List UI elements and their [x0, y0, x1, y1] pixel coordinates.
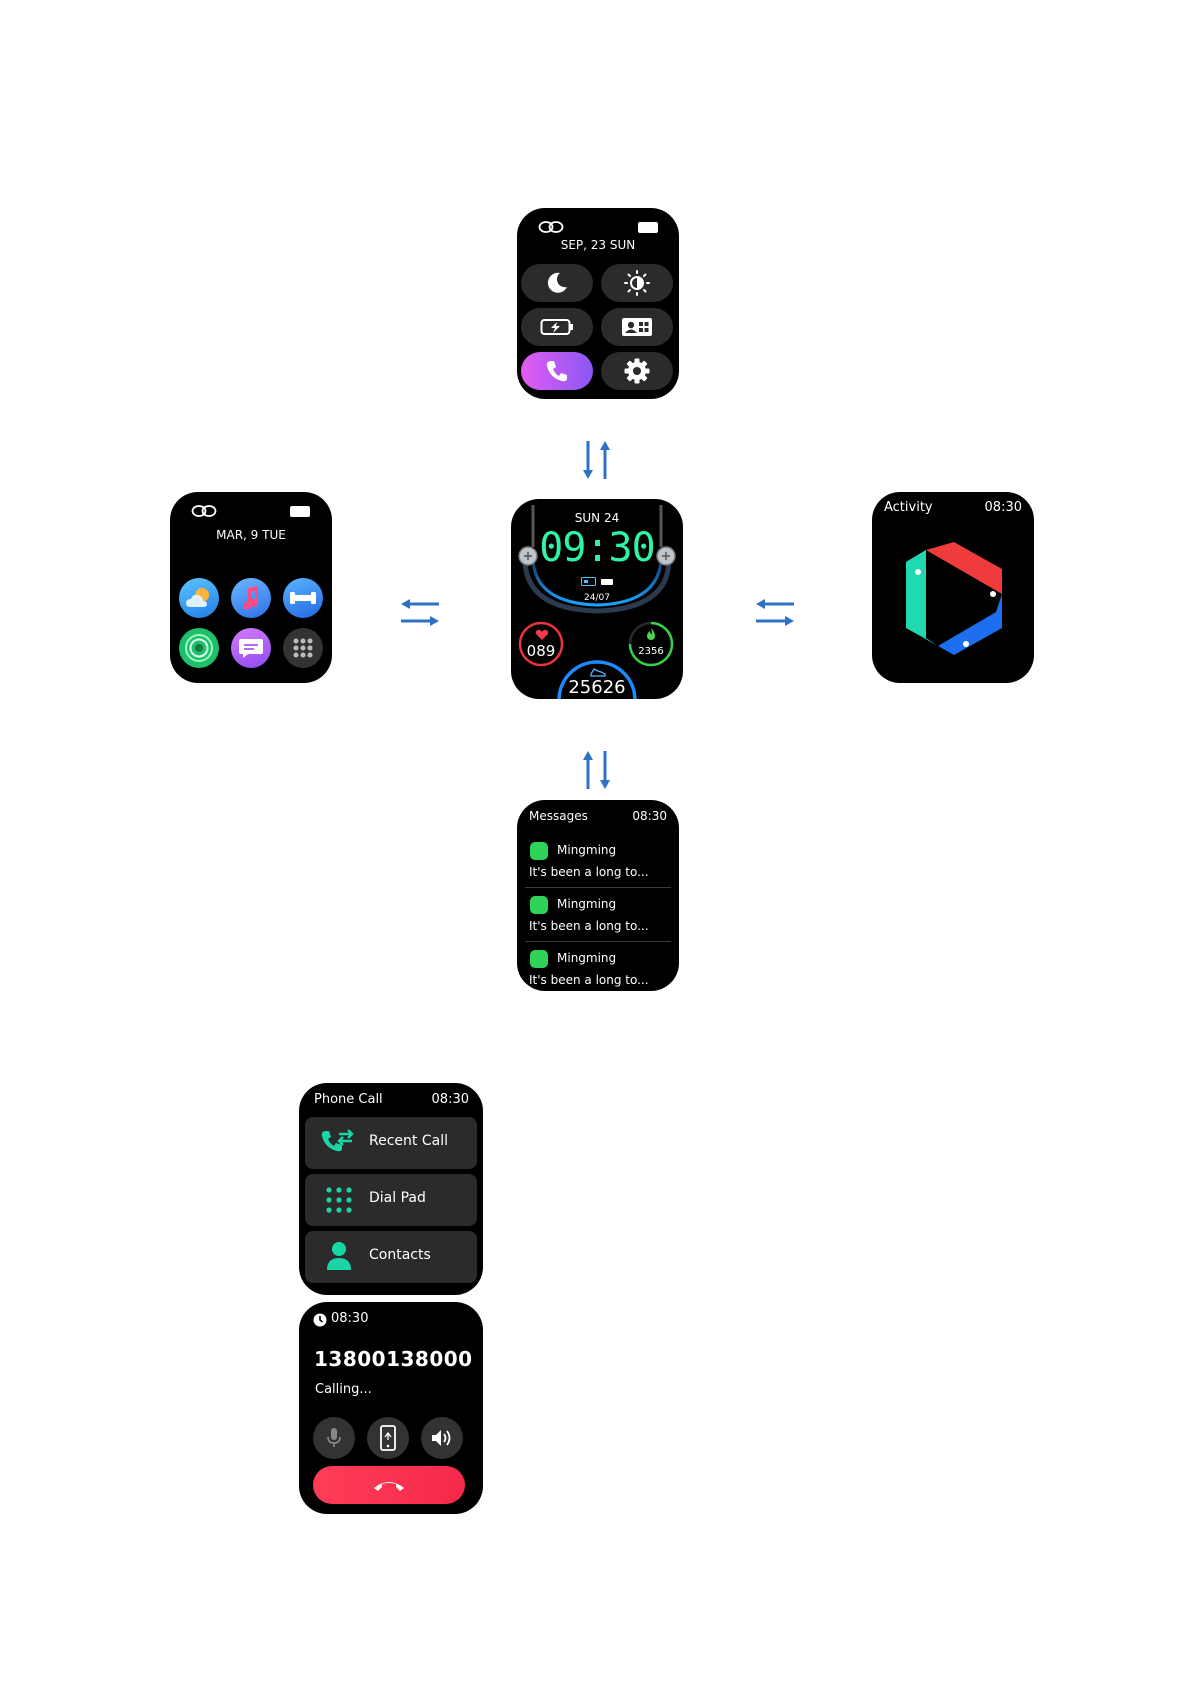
weather-icon — [184, 585, 214, 611]
message-preview: It's been a long to... — [529, 865, 649, 879]
phone-menu-time: 08:30 — [432, 1092, 469, 1107]
swipe-left-arrow — [400, 598, 440, 610]
swipe-right-arrow — [400, 615, 440, 627]
dial-pad-icon — [325, 1186, 353, 1214]
control-date: SEP, 23 SUN — [517, 238, 679, 252]
app-grid-icon — [292, 637, 314, 659]
phone-menu-title: Phone Call — [314, 1092, 383, 1107]
message-sender: Mingming — [557, 951, 616, 965]
phone-menu-screen: Phone Call 08:30 Recent Call Dial Pad Co… — [299, 1083, 483, 1295]
id-card-button[interactable] — [601, 308, 673, 346]
flame-icon — [645, 627, 657, 641]
contacts-label: Contacts — [369, 1247, 431, 1263]
do-not-disturb-button[interactable] — [521, 264, 593, 302]
link-icon — [191, 504, 217, 518]
message-sender: Mingming — [557, 897, 616, 911]
contacts-item[interactable]: Contacts — [305, 1231, 477, 1283]
all-apps-button[interactable] — [283, 628, 323, 668]
heart-icon — [535, 629, 549, 641]
moon-icon — [544, 270, 570, 296]
charging-icon — [581, 577, 597, 586]
swipe-up-arrow — [581, 750, 595, 790]
messages-icon — [238, 636, 264, 660]
message-sender: Mingming — [557, 843, 616, 857]
activity-app[interactable] — [179, 628, 219, 668]
brightness-button[interactable] — [601, 264, 673, 302]
message-app-icon — [530, 842, 548, 860]
watch-face-day: SUN 24 — [511, 511, 683, 525]
brightness-icon — [623, 269, 651, 297]
battery-saver-icon — [540, 317, 574, 337]
watch-face-date: 24/07 — [511, 593, 683, 603]
control-center-screen: SEP, 23 SUN — [517, 208, 679, 399]
workout-icon — [288, 588, 318, 608]
message-item[interactable]: Mingming It's been a long to... — [517, 892, 679, 942]
activity-screen: Activity 08:30 — [872, 492, 1034, 683]
activity-logo-icon — [896, 538, 1012, 660]
end-call-button[interactable] — [313, 1466, 465, 1504]
speaker-button[interactable] — [421, 1417, 463, 1459]
mute-button[interactable] — [313, 1417, 355, 1459]
message-app-icon — [530, 950, 548, 968]
calling-time: 08:30 — [331, 1311, 368, 1326]
calling-screen: 08:30 13800138000 Calling... — [299, 1302, 483, 1514]
swipe-down-arrow — [598, 750, 612, 790]
weather-app[interactable] — [179, 578, 219, 618]
shoe-icon — [590, 667, 606, 677]
link-icon — [538, 220, 564, 234]
dial-pad-item[interactable]: Dial Pad — [305, 1174, 477, 1226]
battery-icon — [290, 506, 310, 517]
message-preview: It's been a long to... — [529, 973, 649, 987]
swipe-down-arrow — [581, 440, 595, 480]
dial-pad-label: Dial Pad — [369, 1190, 426, 1206]
swipe-up-arrow — [598, 440, 612, 480]
recent-call-item[interactable]: Recent Call — [305, 1117, 477, 1169]
music-icon — [238, 584, 264, 612]
settings-button[interactable] — [601, 352, 673, 390]
recent-call-label: Recent Call — [369, 1133, 448, 1149]
message-item[interactable]: Mingming It's been a long to... — [517, 946, 679, 991]
phone-icon — [544, 358, 570, 384]
clock-icon — [313, 1313, 327, 1327]
divider — [525, 941, 671, 942]
music-app[interactable] — [231, 578, 271, 618]
phone-device-icon — [379, 1425, 397, 1451]
calories-value: 2356 — [630, 646, 672, 657]
battery-icon — [601, 579, 613, 585]
speaker-icon — [430, 1428, 454, 1448]
calling-number: 13800138000 — [314, 1347, 473, 1371]
activity-time: 08:30 — [985, 500, 1022, 515]
messages-app[interactable] — [231, 628, 271, 668]
phone-button[interactable] — [521, 352, 593, 390]
calling-status: Calling... — [315, 1382, 372, 1397]
hang-up-icon — [372, 1478, 406, 1492]
messages-screen: Messages 08:30 Mingming It's been a long… — [517, 800, 679, 991]
transfer-to-phone-button[interactable] — [367, 1417, 409, 1459]
id-card-icon — [621, 317, 653, 337]
divider — [525, 887, 671, 888]
heart-rate-value: 089 — [520, 642, 562, 660]
recent-call-icon — [321, 1129, 355, 1157]
watch-face-screen: SUN 24 09:30 24/07 089 2356 25626 — [511, 499, 683, 699]
workout-app[interactable] — [283, 578, 323, 618]
steps-value: 25626 — [511, 677, 683, 698]
messages-time: 08:30 — [632, 809, 667, 823]
swipe-right-arrow — [755, 615, 795, 627]
contacts-icon — [325, 1241, 353, 1271]
apps-screen: MAR, 9 TUE — [170, 492, 332, 683]
message-item[interactable]: Mingming It's been a long to... — [517, 838, 679, 888]
apps-date: MAR, 9 TUE — [170, 528, 332, 542]
battery-icon — [638, 222, 658, 233]
microphone-icon — [325, 1427, 343, 1449]
activity-ring-icon — [182, 631, 216, 665]
watch-face-time: 09:30 — [511, 525, 683, 571]
battery-saver-button[interactable] — [521, 308, 593, 346]
activity-title: Activity — [884, 500, 933, 515]
messages-title: Messages — [529, 809, 588, 823]
message-app-icon — [530, 896, 548, 914]
swipe-left-arrow — [755, 598, 795, 610]
message-preview: It's been a long to... — [529, 919, 649, 933]
gear-icon — [623, 357, 651, 385]
